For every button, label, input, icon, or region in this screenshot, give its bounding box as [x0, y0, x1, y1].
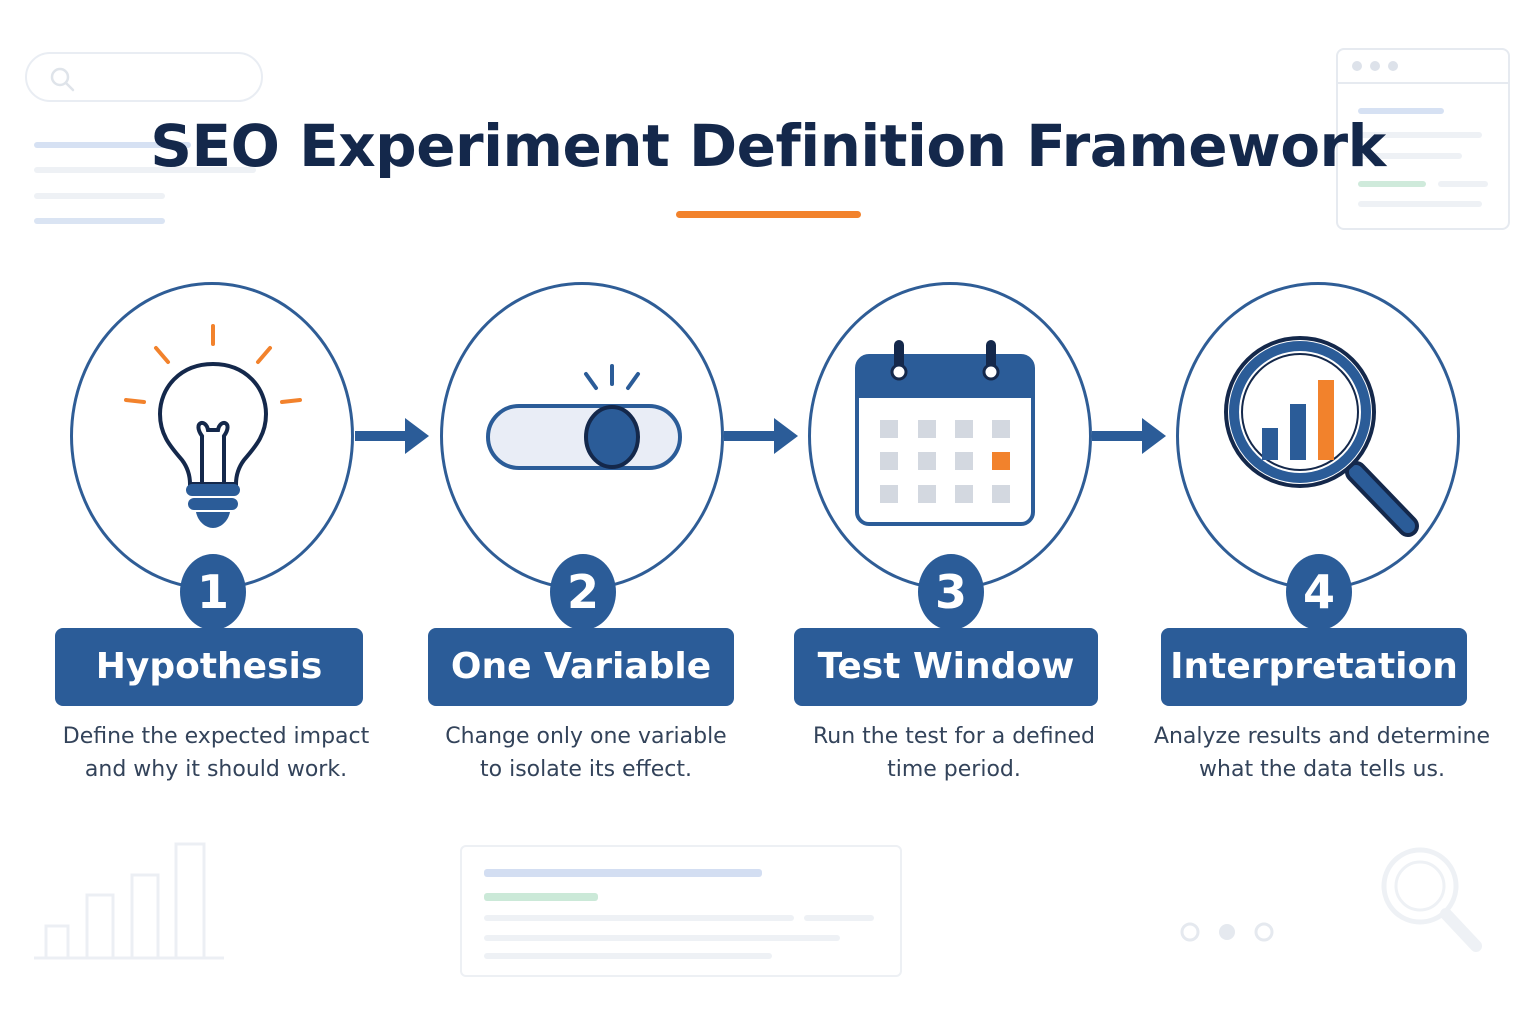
step-label: Test Window	[794, 628, 1098, 706]
arrow-right-icon	[355, 418, 429, 454]
step-description: Change only one variable to isolate its …	[445, 724, 727, 782]
step-number: 1	[180, 554, 246, 630]
decorative-search-bar	[25, 52, 263, 102]
decorative-browser-window	[1336, 48, 1510, 230]
title-underline	[676, 211, 861, 218]
step-label: One Variable	[428, 628, 734, 706]
step-description: Run the test for a defined time period.	[812, 724, 1096, 782]
decorative-line	[34, 142, 191, 148]
step-hypothesis: 1 Hypothesis Define the expected impact …	[55, 282, 376, 802]
step-one-variable: 2 One Variable Change only one variable …	[426, 282, 746, 802]
step-description: Analyze results and determine what the d…	[1153, 724, 1491, 782]
decorative-magnifier-icon	[1381, 847, 1482, 952]
magnifier-chart-icon	[1224, 336, 1419, 537]
step-label: Hypothesis	[55, 628, 363, 706]
lightbulb-icon	[124, 324, 302, 528]
decorative-dots	[1180, 922, 1274, 942]
step-test-window: 3 Test Window Run the test for a defined…	[794, 282, 1114, 802]
arrow-right-icon	[1092, 418, 1166, 454]
step-interpretation: 4 Interpretation Analyze results and det…	[1154, 282, 1490, 802]
toggle-switch-icon	[486, 364, 682, 470]
step-label: Interpretation	[1161, 628, 1467, 706]
decorative-card	[460, 845, 902, 977]
step-number: 2	[550, 554, 616, 630]
decorative-line	[34, 193, 165, 199]
search-icon	[50, 67, 75, 92]
decorative-line	[34, 167, 256, 173]
page-title: SEO Experiment Definition Framework	[150, 112, 1386, 180]
step-number: 4	[1286, 554, 1352, 630]
step-number: 3	[918, 554, 984, 630]
decorative-bar-chart-icon	[34, 842, 224, 960]
calendar-icon	[855, 340, 1035, 526]
decorative-line	[34, 218, 165, 224]
arrow-right-icon	[724, 418, 798, 454]
step-description: Define the expected impact and why it sh…	[62, 724, 370, 782]
